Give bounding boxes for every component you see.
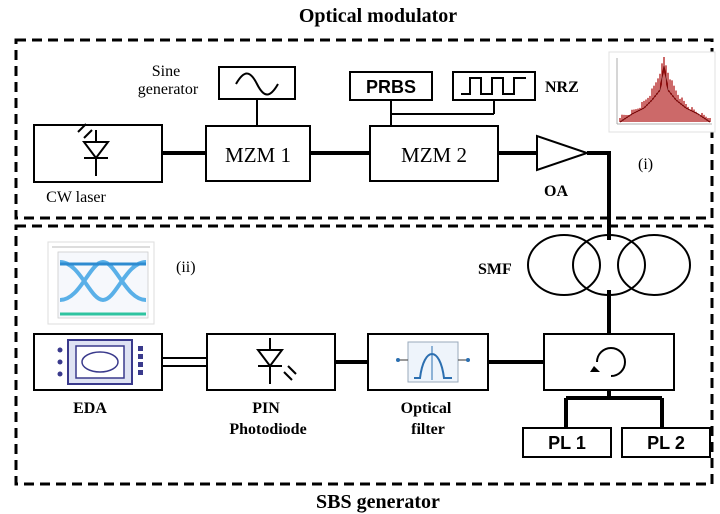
prbs-block [349,71,433,101]
eda-label: EDA [73,400,107,417]
smf-label: SMF [478,261,512,278]
optical-filter-label: Optical filter [401,400,456,438]
circulator-icon [590,347,626,377]
inset-ii-label: (ii) [176,259,196,276]
mzm2-label: MZM 2 [401,143,467,167]
cw-laser-label: CW laser [46,189,106,206]
optical-amplifier-icon [536,134,591,172]
sbs-generator-region [14,224,714,486]
mzm1-label: MZM 1 [225,143,291,167]
circulator-block [543,333,675,391]
oa-label: OA [544,183,568,200]
eye-diagram-analyzer-icon [57,339,143,385]
nrz-label: NRZ [545,79,579,96]
inset-eye-diagram [47,241,155,325]
inset-spectrum [608,51,716,133]
bandpass-filter-icon [396,341,470,383]
pl2-label: PL 2 [647,433,685,453]
nrz-pulse-icon [461,77,526,95]
title-sbs-generator: SBS generator [316,491,440,513]
photodiode-icon [256,338,297,384]
nrz-block [452,71,536,101]
pl2-block [621,427,711,458]
smf-coil-icon [527,234,691,296]
sine-wave-icon [235,72,279,96]
pl1-block [522,427,612,458]
sine-generator-label: Sine generator [138,63,199,98]
inset-i-label: (i) [638,156,653,173]
mzm2-block [369,125,499,182]
title-optical-modulator: Optical modulator [299,5,457,27]
pl1-label: PL 1 [548,433,586,453]
prbs-label: PRBS [366,77,416,97]
laser-diode-icon [77,123,110,176]
pin-photodiode-label: PIN Photodiode [229,400,306,438]
